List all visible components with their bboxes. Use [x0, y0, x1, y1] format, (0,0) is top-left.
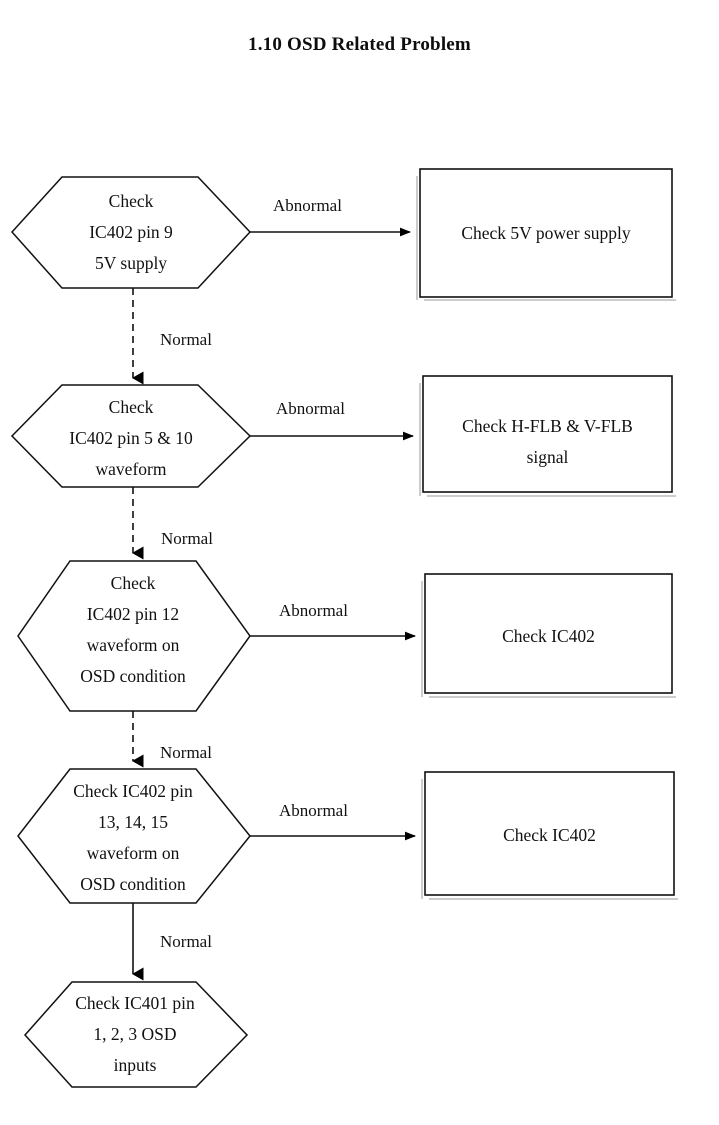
- page-title: 1.10 OSD Related Problem: [248, 34, 471, 55]
- edge-label-e6: Normal: [160, 743, 212, 762]
- decision-node-d2[interactable]: [12, 385, 250, 487]
- decision-node-d3-shape: [17, 560, 251, 712]
- edge-label-e8: Normal: [160, 932, 212, 951]
- decision-node-d3[interactable]: [18, 561, 250, 711]
- action-node-a3-shape: [424, 573, 673, 694]
- edge-label-e1: Abnormal: [273, 196, 342, 215]
- action-node-a4-shape: [424, 771, 675, 896]
- decision-node-d1[interactable]: [12, 177, 250, 288]
- action-node-a3[interactable]: [425, 574, 672, 693]
- decision-node-d5-shape: [23, 981, 249, 1088]
- edge-label-e3: Abnormal: [276, 399, 345, 418]
- decision-node-d2-shape: [10, 384, 252, 488]
- decision-node-d4[interactable]: [18, 769, 250, 903]
- action-node-a1-shape: [419, 168, 673, 298]
- edge-label-e5: Abnormal: [279, 601, 348, 620]
- action-node-a2-shape: [422, 375, 673, 493]
- action-node-a2[interactable]: [423, 376, 672, 492]
- decision-node-d5[interactable]: [25, 982, 247, 1087]
- decision-node-d4-shape: [17, 768, 251, 904]
- action-node-a1[interactable]: [420, 169, 672, 297]
- edge-label-e7: Abnormal: [279, 801, 348, 820]
- decision-node-d1-shape: [10, 176, 252, 289]
- action-node-a4[interactable]: [425, 772, 674, 895]
- edge-label-e2: Normal: [160, 330, 212, 349]
- edge-label-e4: Normal: [161, 529, 213, 548]
